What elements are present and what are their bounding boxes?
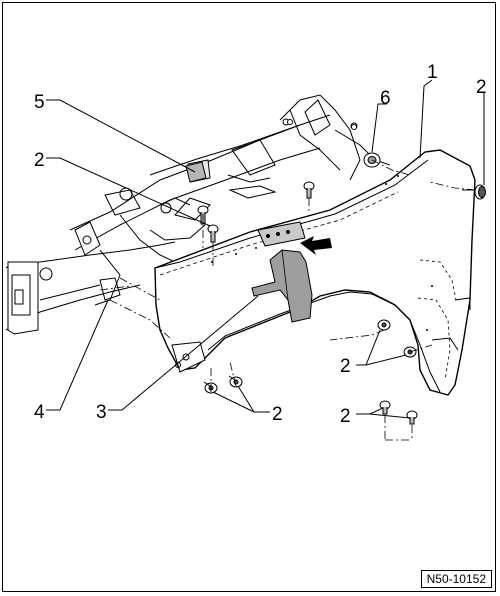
callout-2-bottom-mid: 2 <box>272 404 283 425</box>
bolt-rail-3 <box>303 181 315 199</box>
bolt-arch-1 <box>377 319 391 331</box>
bolt-lower-rear-2 <box>406 410 418 425</box>
callout-5: 5 <box>34 92 45 113</box>
figure-reference: N50-10152 <box>420 570 492 588</box>
diagram-frame <box>2 2 496 592</box>
callout-2-mid-right: 2 <box>340 356 351 377</box>
callout-6: 6 <box>380 88 391 109</box>
leader-lines <box>46 79 485 419</box>
callout-2-bottom-right: 2 <box>340 406 351 427</box>
alignment-lines <box>99 159 476 441</box>
direction-arrow <box>300 236 332 255</box>
callouts: 1 2 5 6 2 2 4 3 2 2 <box>34 62 487 427</box>
bolts <box>197 119 486 425</box>
callout-3: 3 <box>96 402 107 423</box>
bolt-bottom-1 <box>203 381 218 394</box>
fender-bracket <box>257 221 306 247</box>
callout-2-top-right: 2 <box>476 77 487 98</box>
bolt-top-right <box>462 184 486 200</box>
callout-1: 1 <box>427 62 438 83</box>
callout-4: 4 <box>34 402 45 423</box>
gasket <box>185 161 207 183</box>
bolt-lower-rear-1 <box>379 400 391 415</box>
insulation-piece <box>251 249 313 323</box>
bolt-rail-2 <box>207 224 219 243</box>
callout-2-left: 2 <box>34 150 45 171</box>
bolt-bottom-2 <box>228 375 243 388</box>
fender <box>154 149 476 396</box>
bolt-rail-1 <box>197 205 209 225</box>
